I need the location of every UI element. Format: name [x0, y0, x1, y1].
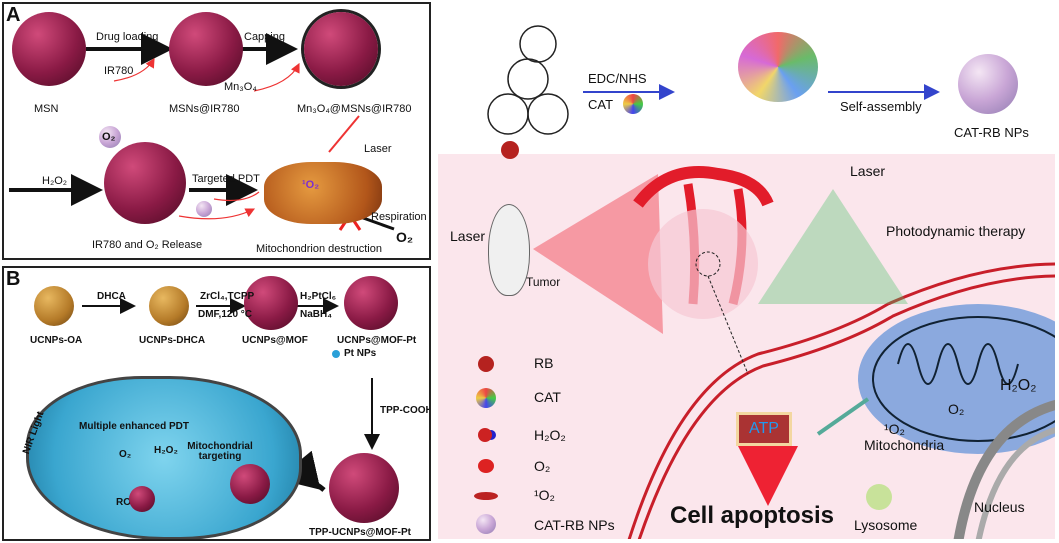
mouse: [488, 204, 530, 296]
laser-top-label: Laser: [850, 163, 886, 179]
ucnps-oa-particle: [34, 286, 74, 326]
self-assembly-label: Self-assembly: [840, 99, 922, 114]
legend-singlet-label: ¹O₂: [534, 487, 555, 503]
label-msn: MSN: [34, 103, 59, 115]
cat-enzyme-icon: [623, 94, 643, 114]
cat-rb-np-product: [958, 54, 1018, 114]
pdt-label: Photodynamic therapy: [886, 223, 1026, 239]
release-particle: [104, 142, 186, 224]
lysosome: [866, 484, 892, 510]
step-dmf: DMF,120 °C: [198, 309, 253, 320]
h2o2-mito-label: H₂O₂: [1000, 377, 1037, 394]
panel-c: C: [436, 2, 1057, 541]
label-ucnps-mof-pt: UCNPs@MOF-Pt: [337, 335, 417, 346]
pt-np-icon: [332, 350, 340, 358]
o2-bubble: [99, 126, 121, 148]
legend-h2o2-icon: [478, 428, 492, 442]
legend-cat-icon: [476, 388, 496, 408]
lysosome-label: Lysosome: [854, 517, 918, 533]
label-pt-nps: Pt NPs: [344, 348, 377, 359]
ucnps-dhca-particle: [149, 286, 189, 326]
label-tpp-ucnps-mof-pt: TPP-UCNPs@MOF-Pt: [309, 527, 411, 538]
label-ucnps-mof: UCNPs@MOF: [242, 335, 308, 346]
o2-out-label: O₂: [396, 229, 414, 245]
mn3o4-msns-ir780-particle: [304, 12, 378, 86]
mito-targeting-label: Mitochondrial targeting: [187, 441, 253, 462]
legend-o2-label: O₂: [534, 458, 551, 474]
laser-label-a: Laser: [364, 143, 392, 155]
step-capping: Capping: [244, 31, 285, 43]
step-dhca: DHCA: [97, 291, 126, 302]
product-label: CAT-RB NPs: [954, 125, 1029, 140]
laser-left-label: Laser: [450, 228, 486, 244]
step-zrcl4: ZrCl₄,TCPP: [200, 291, 255, 302]
singlet-mito-label: ¹O₂: [884, 421, 905, 437]
h2o2-label-b: H₂O₂: [154, 445, 178, 456]
tpp-ucnps-mof-pt-particle: [329, 453, 399, 523]
label-tpp-cooh: TPP-COOH: [380, 405, 431, 416]
reagent-mn3o4: Mn₃O₄: [224, 81, 257, 93]
legend-o2-icon: [478, 459, 494, 473]
o2-label-b: O₂: [119, 449, 132, 460]
msn-particle: [12, 12, 86, 86]
incoming-np: [230, 464, 270, 504]
legend-singlet-icon: [474, 492, 498, 500]
step-drug-loading: Drug loading: [96, 31, 159, 43]
ucnps-mof-pt-particle: [344, 276, 398, 330]
ucnps-mof-particle: [244, 276, 298, 330]
legend-rb-label: RB: [534, 355, 554, 371]
tumor-label: Tumor: [526, 275, 561, 289]
panel-a: A Drug loading Capping IR780 Mn₃O₄ MSN M…: [2, 2, 431, 260]
atp-box: ATP: [736, 412, 792, 446]
panel-a-label: A: [6, 4, 21, 26]
ros-label: ROS: [116, 497, 138, 508]
label-ucnps-oa: UCNPs-OA: [30, 335, 83, 346]
cat-rb-conjugate: [738, 32, 818, 102]
label-ucnps-dhca: UCNPs-DHCA: [139, 335, 206, 346]
released-o2-bubble: [196, 201, 212, 217]
h2o2-label: H₂O₂: [42, 175, 68, 187]
release-label: IR780 and O₂ Release: [92, 239, 203, 251]
mitochondrion: [264, 162, 382, 224]
legend-cat-label: CAT: [534, 389, 561, 405]
legend-rb-icon: [478, 356, 494, 372]
reagent-edc-nhs: EDC/NHS: [588, 71, 647, 86]
step-nabh4: NaBH₄: [300, 309, 332, 320]
panel-b: B DHCA ZrCl₄,TCPP DMF,120 °C H₂PtCl₆ NaB…: [2, 266, 431, 541]
panel-c-graphics: [438, 4, 1055, 539]
legend-cat-rb-icon: [476, 514, 496, 534]
targeted-pdt-label: Targeted PDT: [192, 173, 260, 185]
legend-cat-rb-label: CAT-RB NPs: [534, 517, 615, 533]
label-msns-ir780: MSNs@IR780: [169, 103, 240, 115]
enhanced-pdt-label: Multiple enhanced PDT: [79, 421, 190, 432]
step-h2ptcl6: H₂PtCl₆: [300, 291, 337, 302]
msns-ir780-particle: [169, 12, 243, 86]
o2-bubble-label: O₂: [102, 131, 116, 143]
reagent-cat: CAT: [588, 97, 614, 112]
label-mn3o4-msns-ir780: Mn₃O₄@MSNs@IR780: [297, 103, 412, 115]
legend-h2o2-label: H₂O₂: [534, 427, 566, 443]
nucleus-label: Nucleus: [974, 499, 1025, 515]
apoptosis-label: Cell apoptosis: [670, 502, 835, 529]
reagent-ir780: IR780: [104, 65, 134, 77]
intracellular-np: [129, 486, 155, 512]
mitochondria-label: Mitochondria: [864, 437, 945, 453]
panel-b-label: B: [6, 268, 21, 290]
destruction-label: Mitochondrion destruction: [256, 243, 382, 255]
o2-mito-label: O₂: [948, 401, 965, 417]
respiration-label: Respiration: [371, 211, 427, 223]
cell-body: [26, 376, 302, 539]
singlet-oxygen-label: ¹O₂: [302, 179, 320, 191]
